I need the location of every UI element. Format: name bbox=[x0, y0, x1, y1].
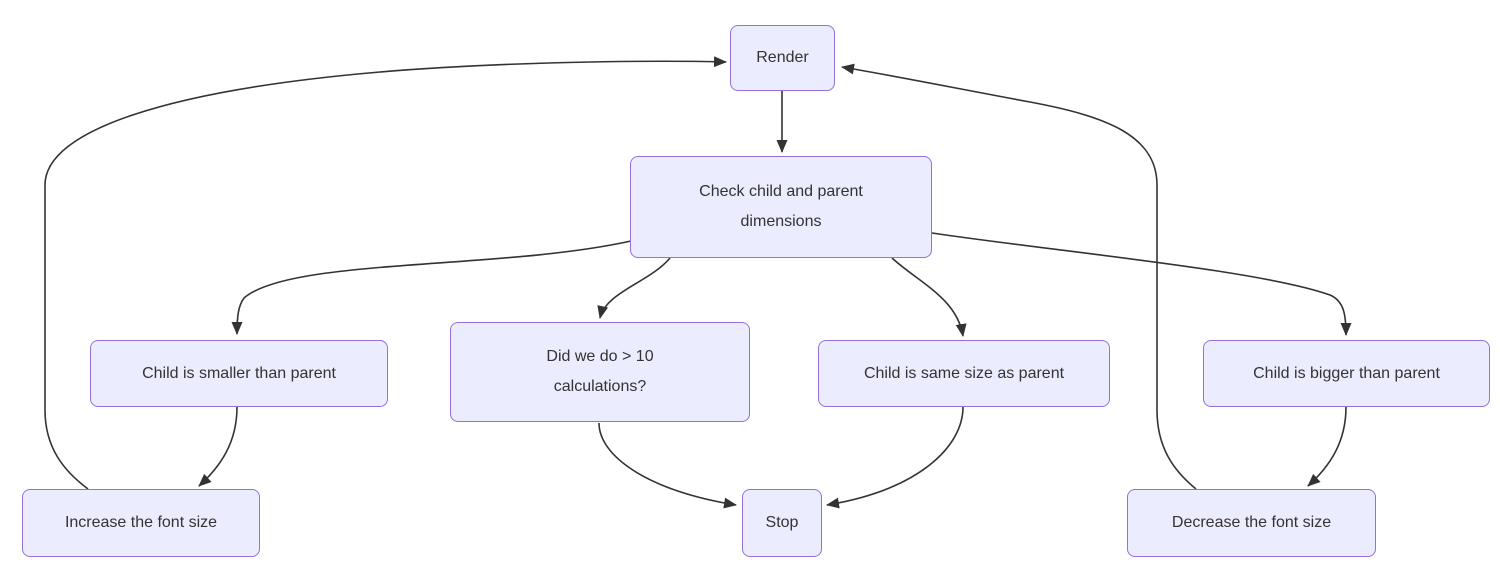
node-child-smaller-label: Child is smaller than parent bbox=[142, 364, 336, 382]
edge-check-to-calculations bbox=[597, 257, 671, 319]
node-decrease-font-size: Decrease the font size bbox=[1127, 489, 1376, 557]
edge-check-to-smaller bbox=[231, 240, 632, 335]
node-calculations-check-label: Did we do > 10 calculations? bbox=[546, 348, 654, 395]
node-increase-font-size: Increase the font size bbox=[22, 489, 260, 557]
edge-same-to-stop bbox=[826, 406, 964, 509]
edge-bigger-to-decrease bbox=[1307, 406, 1347, 487]
node-render: Render bbox=[730, 25, 835, 91]
edge-calculations-to-stop bbox=[598, 422, 737, 509]
node-child-bigger: Child is bigger than parent bbox=[1203, 340, 1490, 407]
node-check-dimensions-label: Check child and parent dimensions bbox=[699, 183, 863, 230]
edge-check-to-bigger bbox=[931, 232, 1352, 336]
node-decrease-font-size-label: Decrease the font size bbox=[1171, 514, 1332, 532]
edge-check-to-same bbox=[891, 257, 967, 337]
node-child-bigger-label: Child is bigger than parent bbox=[1253, 364, 1440, 382]
edge-decrease-to-render bbox=[841, 63, 1197, 490]
node-increase-font-size-label: Increase the font size bbox=[64, 514, 218, 532]
node-stop-label: Stop bbox=[765, 514, 799, 532]
node-calculations-check: Did we do > 10 calculations? bbox=[450, 322, 750, 422]
node-child-same-size: Child is same size as parent bbox=[818, 340, 1110, 407]
edge-smaller-to-increase bbox=[198, 406, 238, 487]
node-child-smaller: Child is smaller than parent bbox=[90, 340, 388, 407]
edge-increase-to-render bbox=[44, 56, 727, 490]
node-stop: Stop bbox=[742, 489, 822, 557]
node-child-same-size-label: Child is same size as parent bbox=[863, 364, 1065, 382]
node-check-dimensions: Check child and parent dimensions bbox=[630, 156, 932, 258]
node-render-label: Render bbox=[756, 49, 809, 67]
